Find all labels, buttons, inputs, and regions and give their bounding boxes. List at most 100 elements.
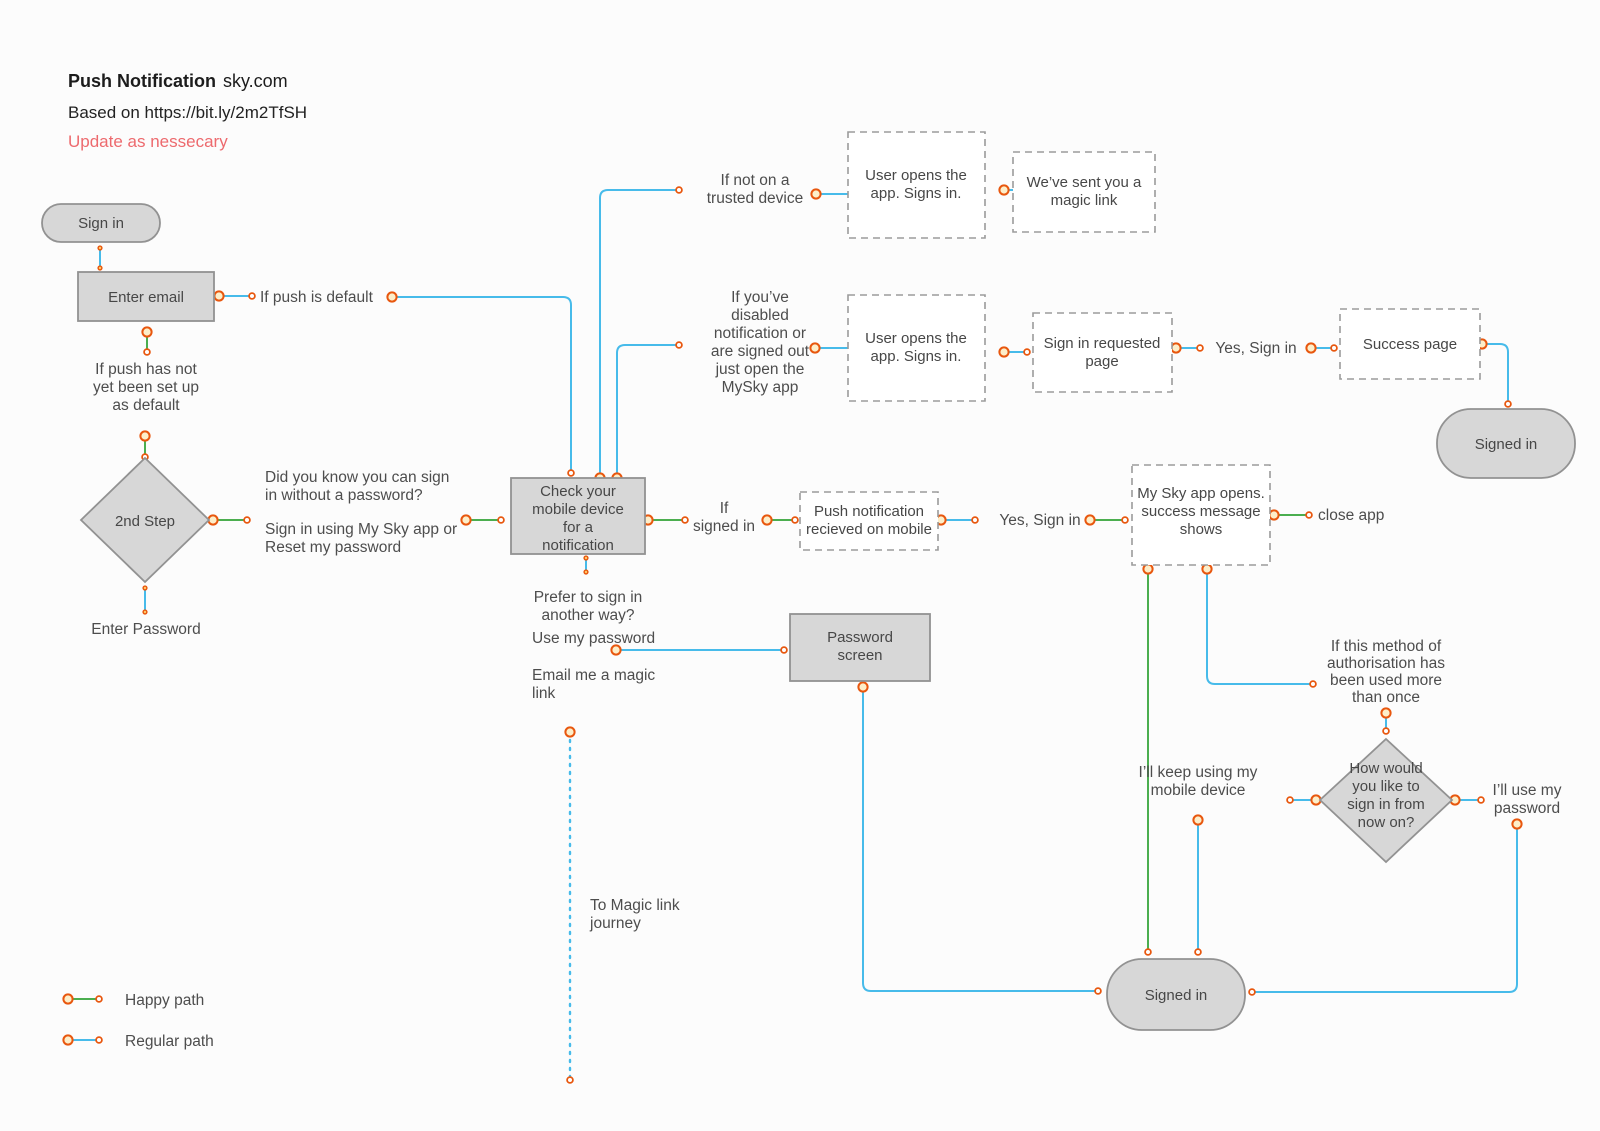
edge-passwordscreen-to-signedin bbox=[857, 681, 1102, 995]
node-push-received[interactable]: Push notification recieved on mobile bbox=[799, 491, 939, 551]
label-if-method-l2: authorisation has bbox=[1327, 655, 1445, 672]
label-if-push-default: If push is default bbox=[260, 289, 374, 306]
magic-link-sent-l1: We’ve sent you a bbox=[1027, 174, 1142, 191]
user-opens-mid-l2: app. Signs in. bbox=[871, 348, 962, 365]
edge-success-to-signedin bbox=[1476, 338, 1512, 408]
sign-in-pill[interactable] bbox=[41, 203, 161, 243]
password-screen-box[interactable] bbox=[789, 613, 931, 682]
check-mobile-l1: Check your bbox=[540, 483, 616, 500]
enter-email-label: Enter email bbox=[108, 289, 184, 306]
node-check-mobile[interactable]: Check your mobile device for a notificat… bbox=[510, 477, 646, 555]
how-sign-in-l2: you like to bbox=[1352, 778, 1420, 795]
label-if-disabled-l4: are signed out bbox=[711, 343, 810, 360]
edge-usepassword-to-signedin bbox=[1248, 818, 1523, 996]
node-success-page[interactable]: Success page bbox=[1339, 308, 1481, 380]
check-mobile-l3: for a bbox=[563, 519, 594, 536]
signed-in-top-label: Signed in bbox=[1475, 436, 1538, 453]
label-if-not-trusted-l2: trusted device bbox=[707, 190, 804, 207]
success-page-label: Success page bbox=[1363, 336, 1457, 353]
label-if-disabled-l6: MySky app bbox=[722, 379, 799, 396]
label-if-method-l3: been used more bbox=[1330, 672, 1442, 689]
check-mobile-l4: notification bbox=[542, 537, 614, 554]
edge-check-to-disabled bbox=[611, 341, 683, 484]
node-mysky-opens[interactable]: My Sky app opens. success message shows bbox=[1131, 464, 1271, 566]
push-received-l2: recieved on mobile bbox=[806, 521, 932, 538]
page-title: Push Notification sky.com bbox=[68, 71, 288, 91]
node-signed-in-top[interactable]: Signed in bbox=[1436, 408, 1576, 479]
label-if-disabled-l2: disabled bbox=[731, 307, 789, 324]
label-if-push-not-setup-l2: yet been set up bbox=[93, 379, 199, 396]
node-sign-in-requested[interactable]: Sign in requested page bbox=[1032, 312, 1173, 393]
label-if-method-l4: than once bbox=[1352, 689, 1420, 706]
label-ill-use-password-l1: I’ll use my bbox=[1493, 782, 1562, 799]
2nd-step-diamond[interactable] bbox=[79, 456, 211, 584]
edge-check-to-not-trusted bbox=[594, 186, 683, 484]
2nd-step-label: 2nd Step bbox=[115, 513, 175, 530]
push-received-box[interactable] bbox=[799, 491, 939, 551]
label-prefer-another-l1: Prefer to sign in bbox=[534, 589, 643, 606]
legend-regular-label: Regular path bbox=[125, 1033, 214, 1050]
label-yes-sign-in-row2: Yes, Sign in bbox=[1215, 340, 1296, 357]
label-did-you-know-l1: Did you know you can sign bbox=[265, 469, 449, 486]
label-if-signed-in-l1: If bbox=[720, 500, 729, 517]
mysky-opens-l3: shows bbox=[1180, 521, 1223, 538]
mysky-opens-box[interactable] bbox=[1131, 464, 1271, 566]
node-user-opens-top[interactable]: User opens the app. Signs in. bbox=[847, 131, 986, 239]
label-did-you-know-l2: in without a password? bbox=[265, 487, 423, 504]
legend-happy-label: Happy path bbox=[125, 992, 204, 1009]
label-did-you-know-l4: Reset my password bbox=[265, 539, 401, 556]
user-opens-top-box[interactable] bbox=[847, 131, 986, 239]
page-title-bold: Push Notification bbox=[68, 71, 216, 91]
signed-in-bottom-pill[interactable] bbox=[1106, 958, 1246, 1031]
mysky-opens-l2: success message bbox=[1141, 503, 1260, 520]
sign-in-label: Sign in bbox=[78, 215, 124, 232]
how-sign-in-l3: sign in from bbox=[1347, 796, 1425, 813]
password-screen-l2: screen bbox=[837, 647, 882, 664]
label-to-magic-l1: To Magic link bbox=[590, 897, 680, 914]
node-enter-email[interactable]: Enter email bbox=[77, 271, 215, 322]
node-2nd-step[interactable]: 2nd Step bbox=[79, 456, 211, 584]
label-prefer-another-l2: another way? bbox=[541, 607, 634, 624]
sign-in-requested-box[interactable] bbox=[1032, 312, 1173, 393]
label-enter-password: Enter Password bbox=[91, 621, 200, 638]
label-if-disabled-l1: If you’ve bbox=[731, 289, 789, 306]
node-password-screen[interactable]: Password screen bbox=[789, 613, 931, 682]
node-user-opens-mid[interactable]: User opens the app. Signs in. bbox=[847, 294, 986, 402]
label-ill-use-password-l2: password bbox=[1494, 800, 1560, 817]
user-opens-top-l2: app. Signs in. bbox=[871, 185, 962, 202]
node-magic-link-sent[interactable]: We’ve sent you a magic link bbox=[1012, 151, 1156, 233]
label-did-you-know-l3: Sign in using My Sky app or bbox=[265, 521, 457, 538]
enter-email-box[interactable] bbox=[77, 271, 215, 322]
label-if-disabled-l3: notification or bbox=[714, 325, 806, 342]
how-sign-in-l1: How would bbox=[1349, 760, 1422, 777]
check-mobile-box[interactable] bbox=[510, 477, 646, 555]
legend: Happy path Regular path bbox=[62, 992, 214, 1050]
page-title-domain: sky.com bbox=[223, 71, 288, 91]
sign-in-requested-l2: page bbox=[1085, 353, 1118, 370]
mysky-opens-l1: My Sky app opens. bbox=[1137, 485, 1265, 502]
label-if-not-trusted-l1: If not on a bbox=[721, 172, 790, 189]
label-email-magic-l1: Email me a magic bbox=[532, 667, 655, 684]
page-subtitle: Based on https://bit.ly/2m2TfSH bbox=[68, 103, 307, 122]
node-how-sign-in[interactable]: How would you like to sign in from now o… bbox=[1318, 737, 1454, 864]
label-yes-sign-in-mid: Yes, Sign in bbox=[999, 512, 1080, 529]
label-keep-mobile-l1: I’ll keep using my bbox=[1139, 764, 1258, 781]
label-keep-mobile-l2: mobile device bbox=[1151, 782, 1246, 799]
how-sign-in-l4: now on? bbox=[1358, 814, 1415, 831]
node-sign-in[interactable]: Sign in bbox=[41, 203, 161, 243]
label-if-signed-in-l2: signed in bbox=[693, 518, 755, 535]
label-email-magic-l2: link bbox=[532, 685, 556, 702]
user-opens-mid-l1: User opens the bbox=[865, 330, 967, 347]
node-signed-in-bottom[interactable]: Signed in bbox=[1106, 958, 1246, 1031]
signed-in-bottom-label: Signed in bbox=[1145, 987, 1208, 1004]
edge-push-default-to-check bbox=[386, 291, 575, 477]
success-page-box[interactable] bbox=[1339, 308, 1481, 380]
how-sign-in-diamond[interactable] bbox=[1318, 737, 1454, 864]
password-screen-l1: Password bbox=[827, 629, 893, 646]
signed-in-top-pill[interactable] bbox=[1436, 408, 1576, 479]
magic-link-sent-box[interactable] bbox=[1012, 151, 1156, 233]
user-opens-mid-box[interactable] bbox=[847, 294, 986, 402]
label-if-push-not-setup-l3: as default bbox=[112, 397, 180, 414]
